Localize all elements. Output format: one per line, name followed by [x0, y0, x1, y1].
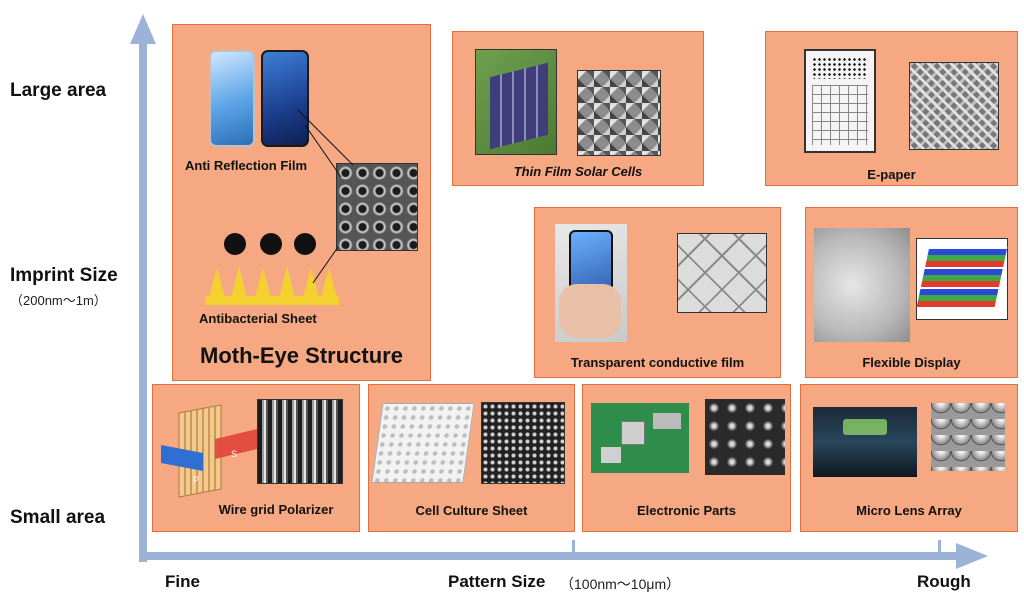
electronic-caption: Electronic Parts — [637, 503, 736, 518]
epaper-box: E-paper — [765, 31, 1018, 186]
epaper-sem-image — [909, 62, 999, 150]
conductive-film-box: Transparent conductive film — [534, 207, 781, 378]
electronic-parts-box: Electronic Parts — [582, 384, 791, 532]
phone-image-white — [209, 50, 255, 147]
x-axis-arrow — [956, 543, 988, 569]
conductive-sem-image — [677, 233, 767, 313]
antibacterial-illustration — [205, 233, 339, 305]
cell-culture-box: Cell Culture Sheet — [368, 384, 575, 532]
electronic-sem-image — [705, 399, 785, 475]
y-axis-arrow — [130, 14, 156, 44]
solar-sem-image — [577, 70, 661, 156]
culture-plate-photo — [371, 403, 475, 483]
micro-lens-box: Micro Lens Array — [800, 384, 1018, 532]
solar-photo — [475, 49, 557, 155]
flexible-caption: Flexible Display — [862, 355, 961, 370]
p-label: P — [193, 475, 199, 485]
flexible-display-box: Flexible Display — [805, 207, 1018, 378]
cell-culture-sem-image — [481, 402, 565, 484]
polarizer-sem-image — [257, 399, 343, 484]
x-axis-line — [139, 552, 959, 560]
moth-eye-sem-image — [336, 163, 418, 251]
micro-lens-sem-image — [931, 403, 1005, 471]
polarizer-illustration: S P — [161, 404, 257, 498]
phone-image-black — [261, 50, 309, 147]
antibacterial-caption: Antibacterial Sheet — [199, 311, 317, 326]
y-label-imprint-range: （200nm〜1m） — [10, 293, 107, 308]
solar-cell-box: Thin Film Solar Cells — [452, 31, 704, 186]
conductive-caption: Transparent conductive film — [570, 355, 745, 370]
connector-lines — [297, 109, 354, 284]
car-dashboard-photo — [813, 407, 917, 477]
hand-phone-photo — [555, 224, 627, 342]
circuit-board-photo — [591, 403, 689, 473]
solar-caption: Thin Film Solar Cells — [513, 164, 643, 179]
s-label: S — [231, 449, 237, 459]
x-label-pattern-size: Pattern Size — [448, 572, 546, 591]
y-label-small-area: Small area — [10, 507, 106, 528]
epaper-caption: E-paper — [867, 167, 916, 182]
moth-eye-box: Anti Reflection Film Antibacterial Sheet… — [172, 24, 431, 381]
x-axis-tick — [572, 540, 575, 560]
micro-lens-caption: Micro Lens Array — [856, 503, 962, 518]
polarizer-box: S P Wire grid Polarizer — [152, 384, 360, 532]
y-label-large-area: Large area — [10, 80, 107, 101]
x-label-rough: Rough — [917, 572, 971, 591]
cell-culture-caption: Cell Culture Sheet — [415, 503, 528, 518]
y-label-imprint-size: Imprint Size — [10, 265, 118, 286]
anti-reflection-caption: Anti Reflection Film — [185, 158, 308, 173]
y-axis-line — [139, 40, 147, 562]
epaper-device-image — [804, 49, 876, 153]
x-axis-tick — [938, 540, 941, 560]
x-label-pattern-range: （100nm〜10μm） — [560, 576, 681, 592]
rgb-pixel-array-image — [916, 238, 1008, 320]
x-label-fine: Fine — [165, 572, 200, 591]
polarizer-caption: Wire grid Polarizer — [218, 502, 334, 517]
moth-eye-title: Moth-Eye Structure — [200, 343, 403, 368]
flexible-display-photo — [814, 228, 910, 342]
